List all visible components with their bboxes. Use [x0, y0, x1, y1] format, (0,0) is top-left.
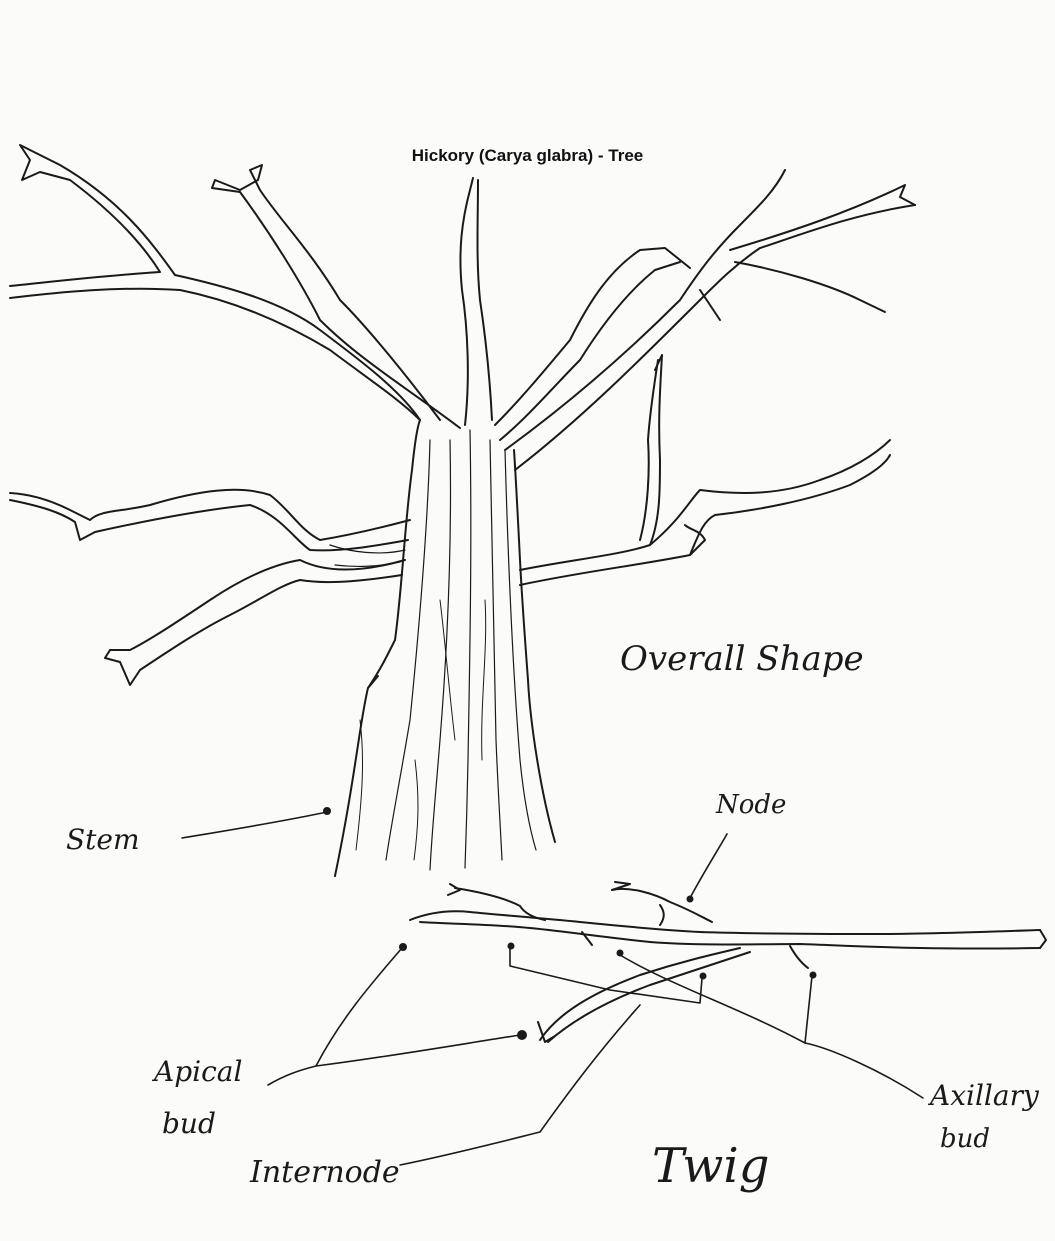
apical-leader-1	[268, 948, 402, 1085]
internode-bracket	[510, 948, 702, 1003]
axillary-dot-2	[810, 972, 817, 979]
diagram-title: Hickory (Carya glabra) - Tree	[0, 146, 1055, 166]
stem-leader	[182, 812, 327, 838]
axillary-bud-label-line1: Axillary	[930, 1082, 1039, 1110]
tree-trunk	[335, 420, 555, 876]
overall-shape-label: Overall Shape	[620, 642, 864, 676]
internode-label: Internode	[250, 1158, 400, 1188]
stem-dot	[323, 807, 331, 815]
leader-lines	[182, 812, 923, 1165]
twig-label: Twig	[652, 1142, 769, 1190]
apical-bud-label-line1: Apical	[154, 1058, 242, 1086]
apical-dot-2	[517, 1030, 527, 1040]
twig	[410, 882, 1046, 1042]
tree-branches	[10, 145, 915, 685]
stem-label: Stem	[66, 826, 140, 854]
internode-dot-2	[700, 973, 707, 980]
node-label: Node	[716, 792, 786, 818]
internode-dot-1	[508, 943, 515, 950]
axillary-bud-label-line2: bud	[940, 1126, 990, 1152]
axillary-dot-1	[617, 950, 624, 957]
leader-dots	[323, 807, 817, 1040]
apical-leader-2	[316, 1035, 520, 1066]
apical-bud-label-line2: bud	[162, 1110, 216, 1138]
node-leader	[690, 834, 727, 898]
internode-leader	[400, 1005, 640, 1165]
axillary-leader-2	[805, 976, 812, 1043]
apical-dot-1	[399, 943, 407, 951]
node-dot	[687, 896, 694, 903]
axillary-leader	[620, 955, 923, 1098]
